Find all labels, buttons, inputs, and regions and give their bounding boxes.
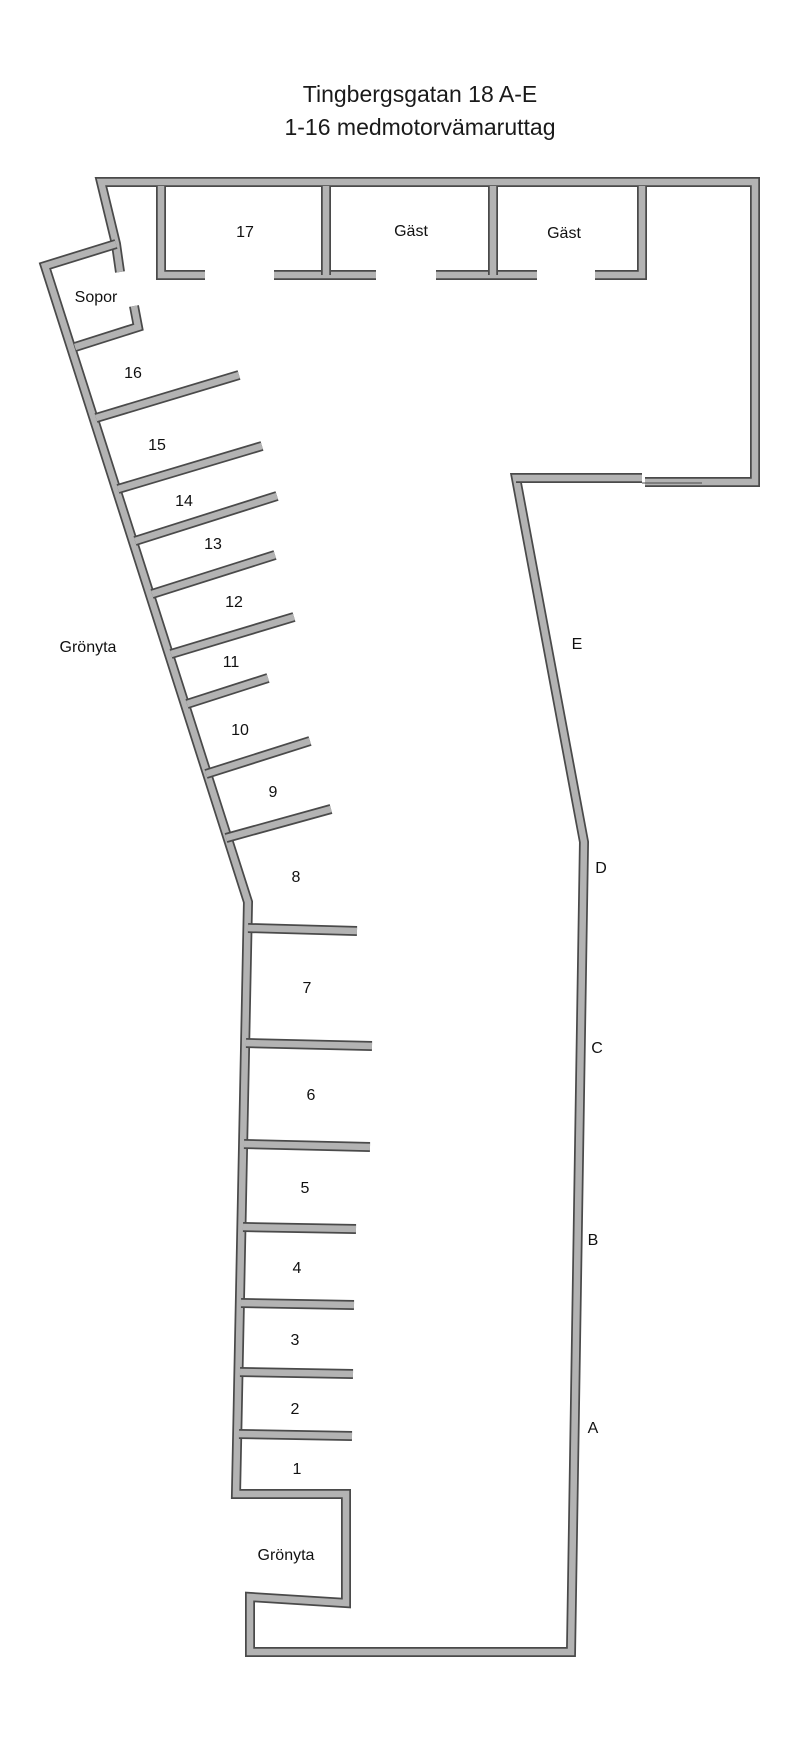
green-area-bottom-label: Grönyta — [258, 1547, 315, 1564]
straight-dividers — [238, 923, 373, 1441]
spot-16-label: 16 — [124, 365, 142, 382]
entrance-d-label: D — [595, 860, 607, 877]
spot-14-label: 14 — [175, 493, 193, 510]
green-area-left-label: Grönyta — [60, 639, 117, 656]
entrance-c-label: C — [591, 1040, 603, 1057]
entrance-b-label: B — [588, 1232, 599, 1249]
spot-8-label: 8 — [292, 869, 301, 886]
entrance-a-label: A — [588, 1420, 599, 1437]
spot-9-label: 9 — [269, 784, 278, 801]
spot-13-label: 13 — [204, 536, 222, 553]
guest-spot-2-label: Gäst — [547, 225, 581, 242]
sopor-wall — [73, 305, 144, 352]
spot-10-label: 10 — [231, 722, 249, 739]
spot-6-label: 6 — [307, 1087, 316, 1104]
sopor-label: Sopor — [75, 289, 118, 306]
spot-1-label: 1 — [293, 1461, 302, 1478]
outer-wall — [38, 177, 760, 1657]
spot-17-label: 17 — [236, 224, 254, 241]
entrance-e-label: E — [572, 636, 583, 653]
spot-2-label: 2 — [291, 1401, 300, 1418]
spot-15-label: 15 — [148, 437, 166, 454]
guest-spot-1-label: Gäst — [394, 223, 428, 240]
angled-dividers — [94, 370, 333, 843]
spot-12-label: 12 — [225, 594, 243, 611]
spot-5-label: 5 — [301, 1180, 310, 1197]
plan-title: Tingbergsgatan 18 A-E — [303, 81, 537, 107]
spot-7-label: 7 — [303, 980, 312, 997]
spot-3-label: 3 — [291, 1332, 300, 1349]
top-compartments — [156, 186, 647, 280]
plan-subtitle: 1-16 medmotorvämaruttag — [284, 114, 555, 140]
spot-11-label: 11 — [223, 654, 240, 671]
spot-4-label: 4 — [293, 1260, 302, 1277]
